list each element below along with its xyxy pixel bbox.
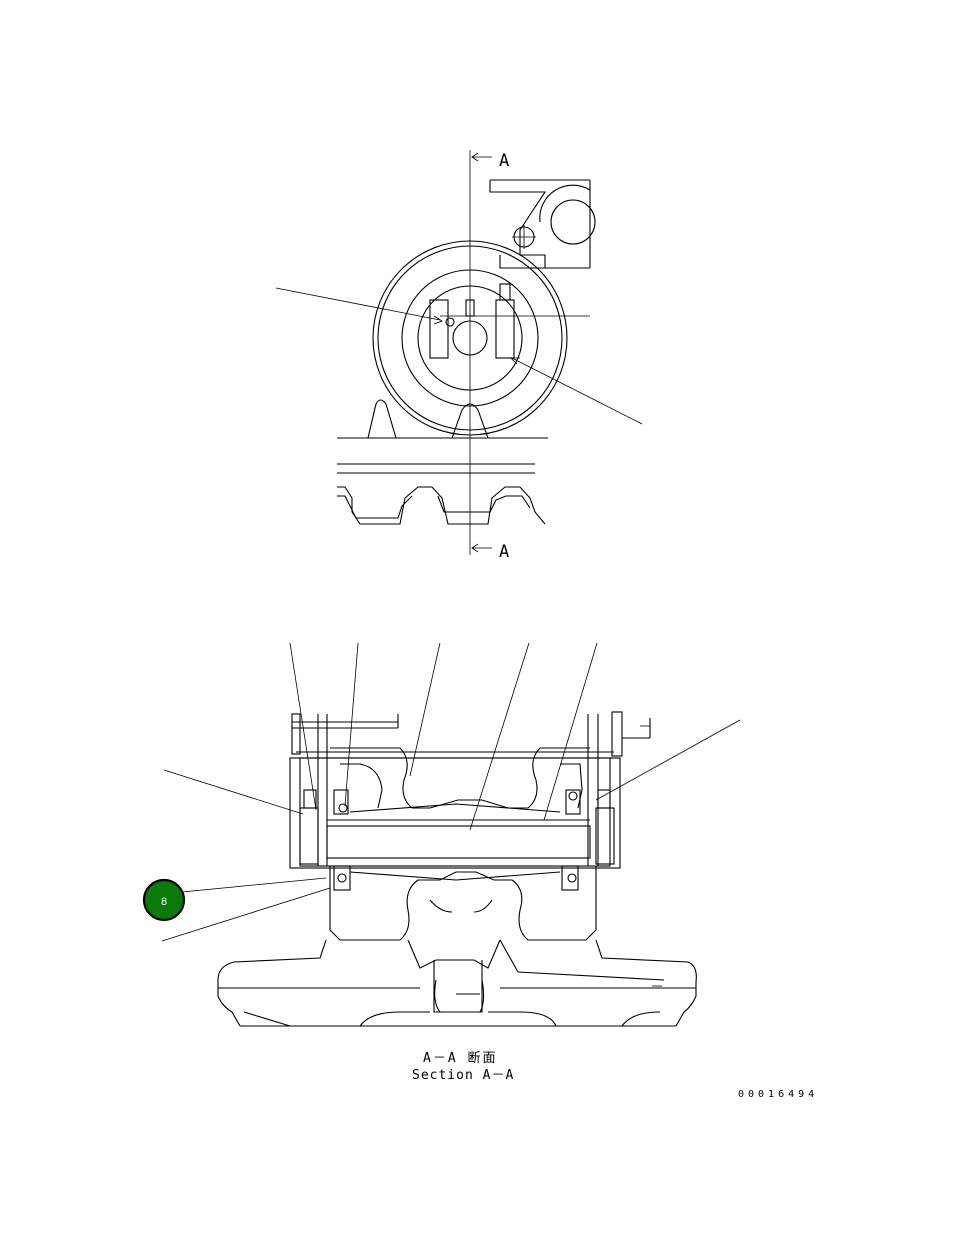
- side-bolt-right: [565, 789, 615, 865]
- track-link-section: [217, 866, 697, 1027]
- collar-left: [333, 865, 351, 891]
- leader-line: [595, 719, 741, 801]
- drawing-number: 00016494: [738, 1089, 818, 1100]
- idler-side-view: A A: [275, 150, 643, 562]
- leader-line: [511, 357, 643, 425]
- section-marker-top: A: [499, 151, 509, 171]
- leader-line: [275, 287, 441, 321]
- part-callout-8[interactable]: 8: [142, 878, 186, 922]
- collar-right: [561, 865, 579, 891]
- idler-wheel: [372, 240, 590, 436]
- section-arrow-top: A: [471, 151, 509, 171]
- section-caption: Section A－A: [412, 1068, 514, 1083]
- leader-line: [409, 642, 441, 777]
- leader-line: [289, 642, 317, 811]
- section-marker-bottom: A: [499, 542, 509, 562]
- sprocket-tooth: [367, 399, 397, 439]
- section-arrow-bottom: A: [471, 542, 509, 562]
- track-shoe-top: [337, 486, 546, 525]
- track-rails: [337, 437, 548, 474]
- callout-number: 8: [161, 896, 167, 908]
- leader-line: [469, 642, 530, 831]
- leader-line: [543, 642, 598, 821]
- top-plate: [291, 711, 651, 759]
- leader-line: [181, 877, 327, 893]
- idler-housing: [289, 714, 621, 881]
- section-a-a-view: 8: [142, 642, 741, 1027]
- frame-bracket: [489, 179, 596, 269]
- section-caption-japanese: A－A 断面: [423, 1051, 497, 1066]
- side-bolt-left: [299, 789, 349, 865]
- leader-line: [161, 887, 331, 942]
- leader-line: [344, 642, 359, 807]
- leader-line: [163, 769, 304, 815]
